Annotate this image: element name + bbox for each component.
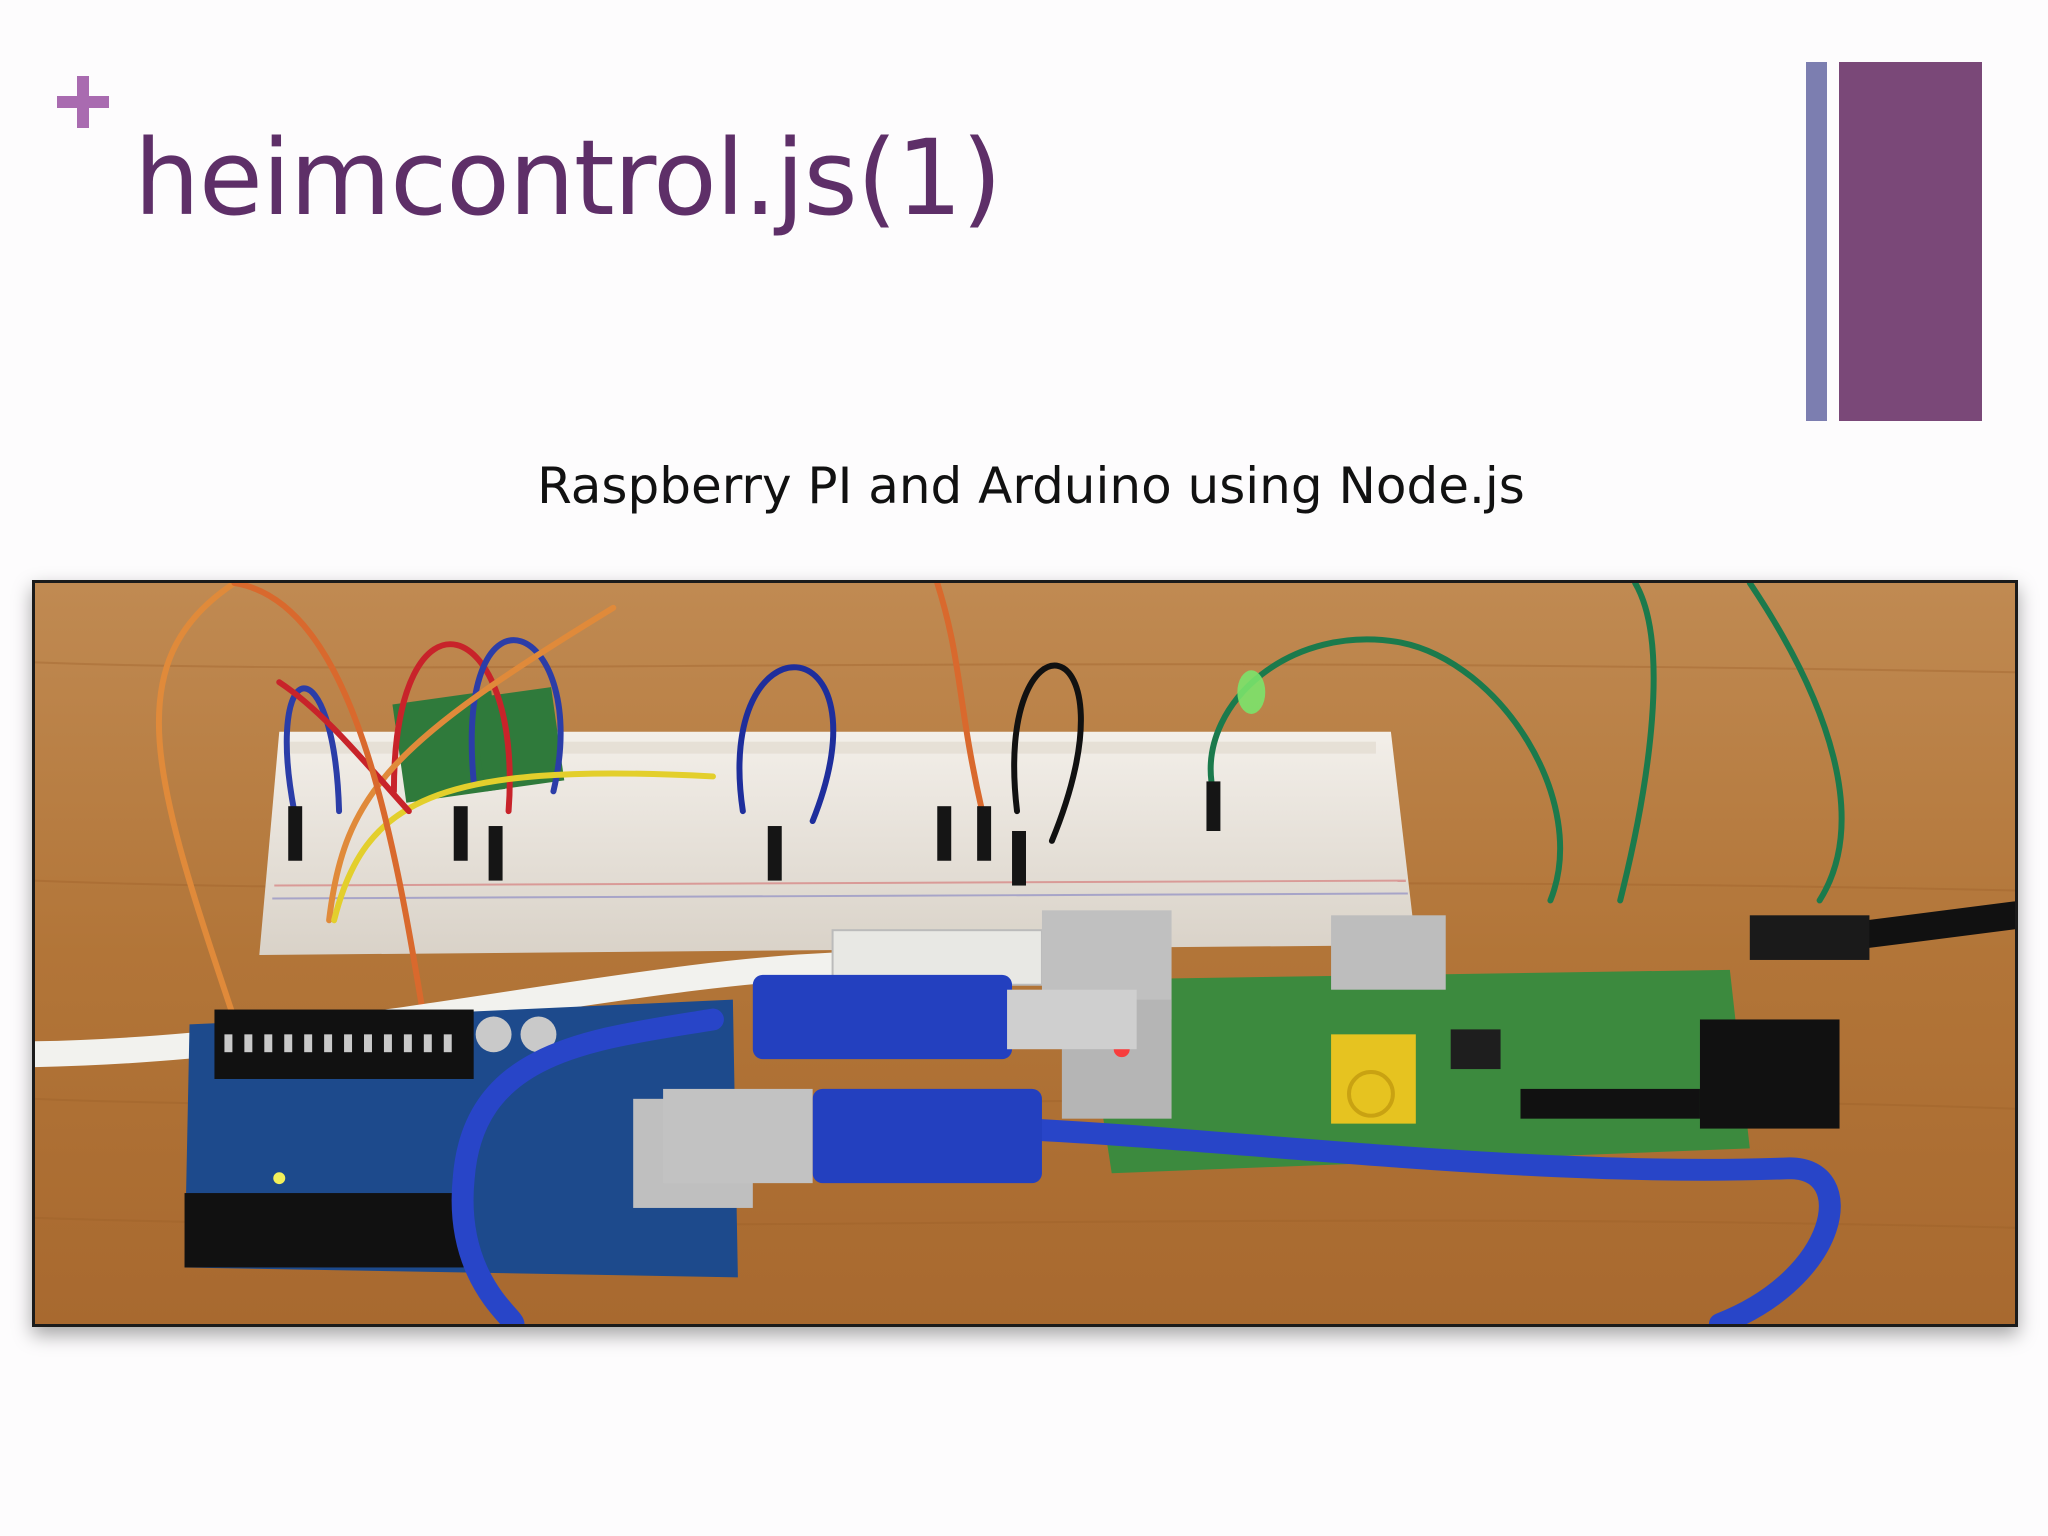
plus-icon xyxy=(57,76,109,128)
hardware-photo-image xyxy=(35,583,2015,1324)
slide-caption: Raspberry PI and Arduino using Node.js xyxy=(537,457,1525,515)
hardware-photo xyxy=(32,580,2018,1327)
accent-bar-thick xyxy=(1839,62,1982,421)
slide-title: heimcontrol.js(1) xyxy=(134,117,1002,239)
accent-bar-thin xyxy=(1806,62,1827,421)
